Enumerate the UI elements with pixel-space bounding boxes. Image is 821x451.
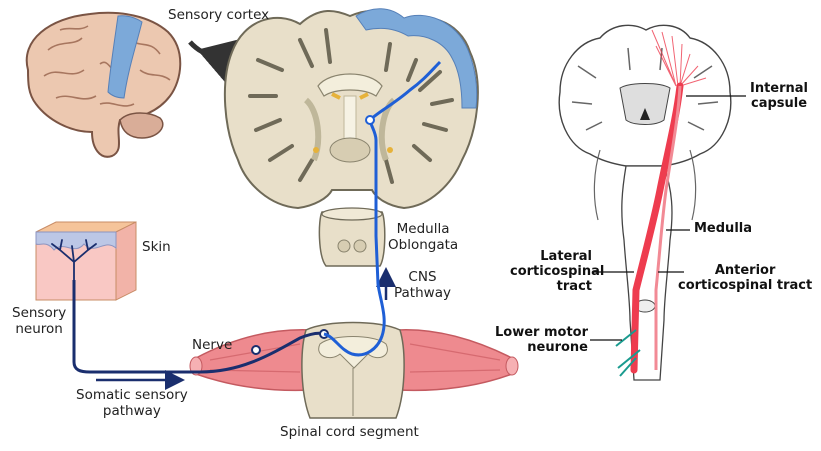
side-brain [27, 13, 181, 157]
label-nerve: Nerve [192, 338, 232, 354]
label-anterior-tract: Anterior corticospinal tract [678, 264, 812, 294]
label-skin: Skin [142, 240, 171, 256]
label-lateral-tract: Lateral corticospinal tract [510, 250, 592, 295]
coronal-brain [225, 9, 478, 208]
thalamus-synapse [366, 116, 374, 124]
label-medulla: Medulla [694, 222, 752, 237]
label-medulla-oblongata: Medulla Oblongata [388, 222, 458, 253]
label-sensory-cortex: Sensory cortex [168, 8, 269, 24]
label-internal-capsule: Internal capsule [750, 82, 808, 112]
label-sensory-neuron: Sensory neuron [12, 306, 66, 337]
label-lower-motor-neurone: Lower motor neurone [484, 326, 588, 356]
spinal-segment [190, 323, 518, 419]
label-spinal-segment: Spinal cord segment [280, 425, 419, 441]
ganglion-cell [252, 346, 260, 354]
label-cns-pathway: CNS Pathway [394, 270, 451, 301]
skin-block [36, 222, 136, 300]
label-somatic-pathway: Somatic sensory pathway [76, 388, 188, 419]
